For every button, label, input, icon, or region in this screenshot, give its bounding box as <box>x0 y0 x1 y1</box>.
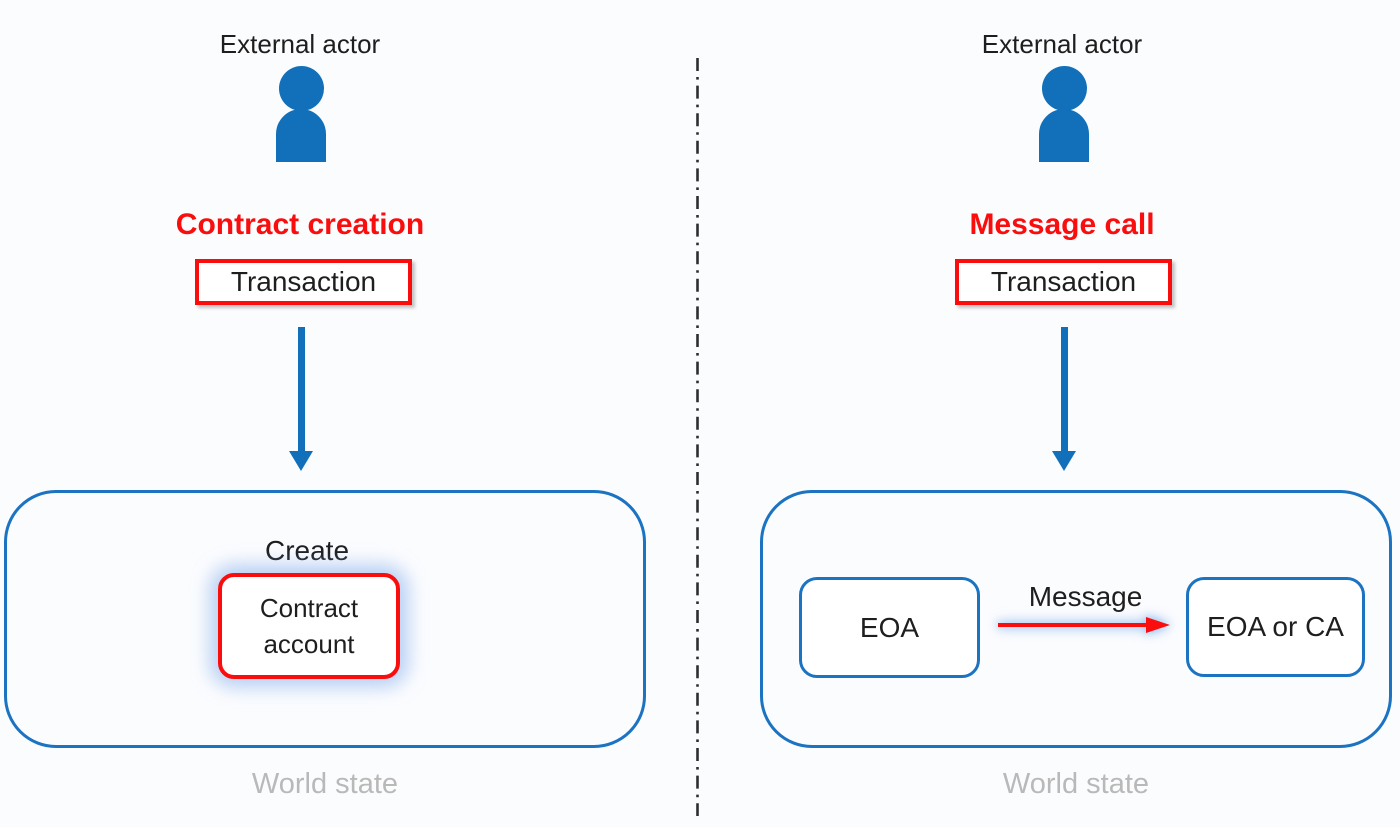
message-label: Message <box>1028 581 1143 612</box>
arrow-head <box>1052 451 1076 471</box>
down-arrow-icon <box>289 327 313 471</box>
world-state-caption: World state <box>1002 768 1150 800</box>
transaction-box: Transaction <box>955 259 1172 305</box>
arrow-shaft <box>297 327 305 451</box>
arrow-shaft <box>1060 327 1068 451</box>
external-actor-label: External actor <box>219 29 381 59</box>
world-state-container: Create Contract account <box>4 490 646 748</box>
person-icon <box>1039 66 1089 164</box>
contract-creation-heading: Contract creation <box>175 208 425 241</box>
dash-dot-vertical-divider-icon <box>695 58 700 816</box>
person-head-shape <box>1041 66 1087 111</box>
person-body-shape <box>276 109 326 162</box>
create-label: Create <box>264 535 350 566</box>
message-call-heading: Message call <box>969 208 1155 241</box>
arrow-head <box>289 451 313 471</box>
red-right-arrow-icon <box>996 615 1172 635</box>
transaction-box-label: Transaction <box>230 266 377 297</box>
transaction-box: Transaction <box>195 259 412 305</box>
person-icon <box>276 66 326 164</box>
external-actor-label: External actor <box>981 29 1143 59</box>
world-state-container: EOA Message EOA or CA <box>760 490 1392 748</box>
world-state-caption: World state <box>251 768 399 800</box>
person-head-shape <box>278 66 324 111</box>
transaction-box-label: Transaction <box>990 266 1137 297</box>
down-arrow-icon <box>1052 327 1076 471</box>
eoa-box: EOA <box>799 577 980 678</box>
eoa-or-ca-box: EOA or CA <box>1186 577 1365 677</box>
person-body-shape <box>1039 109 1089 162</box>
contract-account-box: Contract account <box>218 573 400 679</box>
